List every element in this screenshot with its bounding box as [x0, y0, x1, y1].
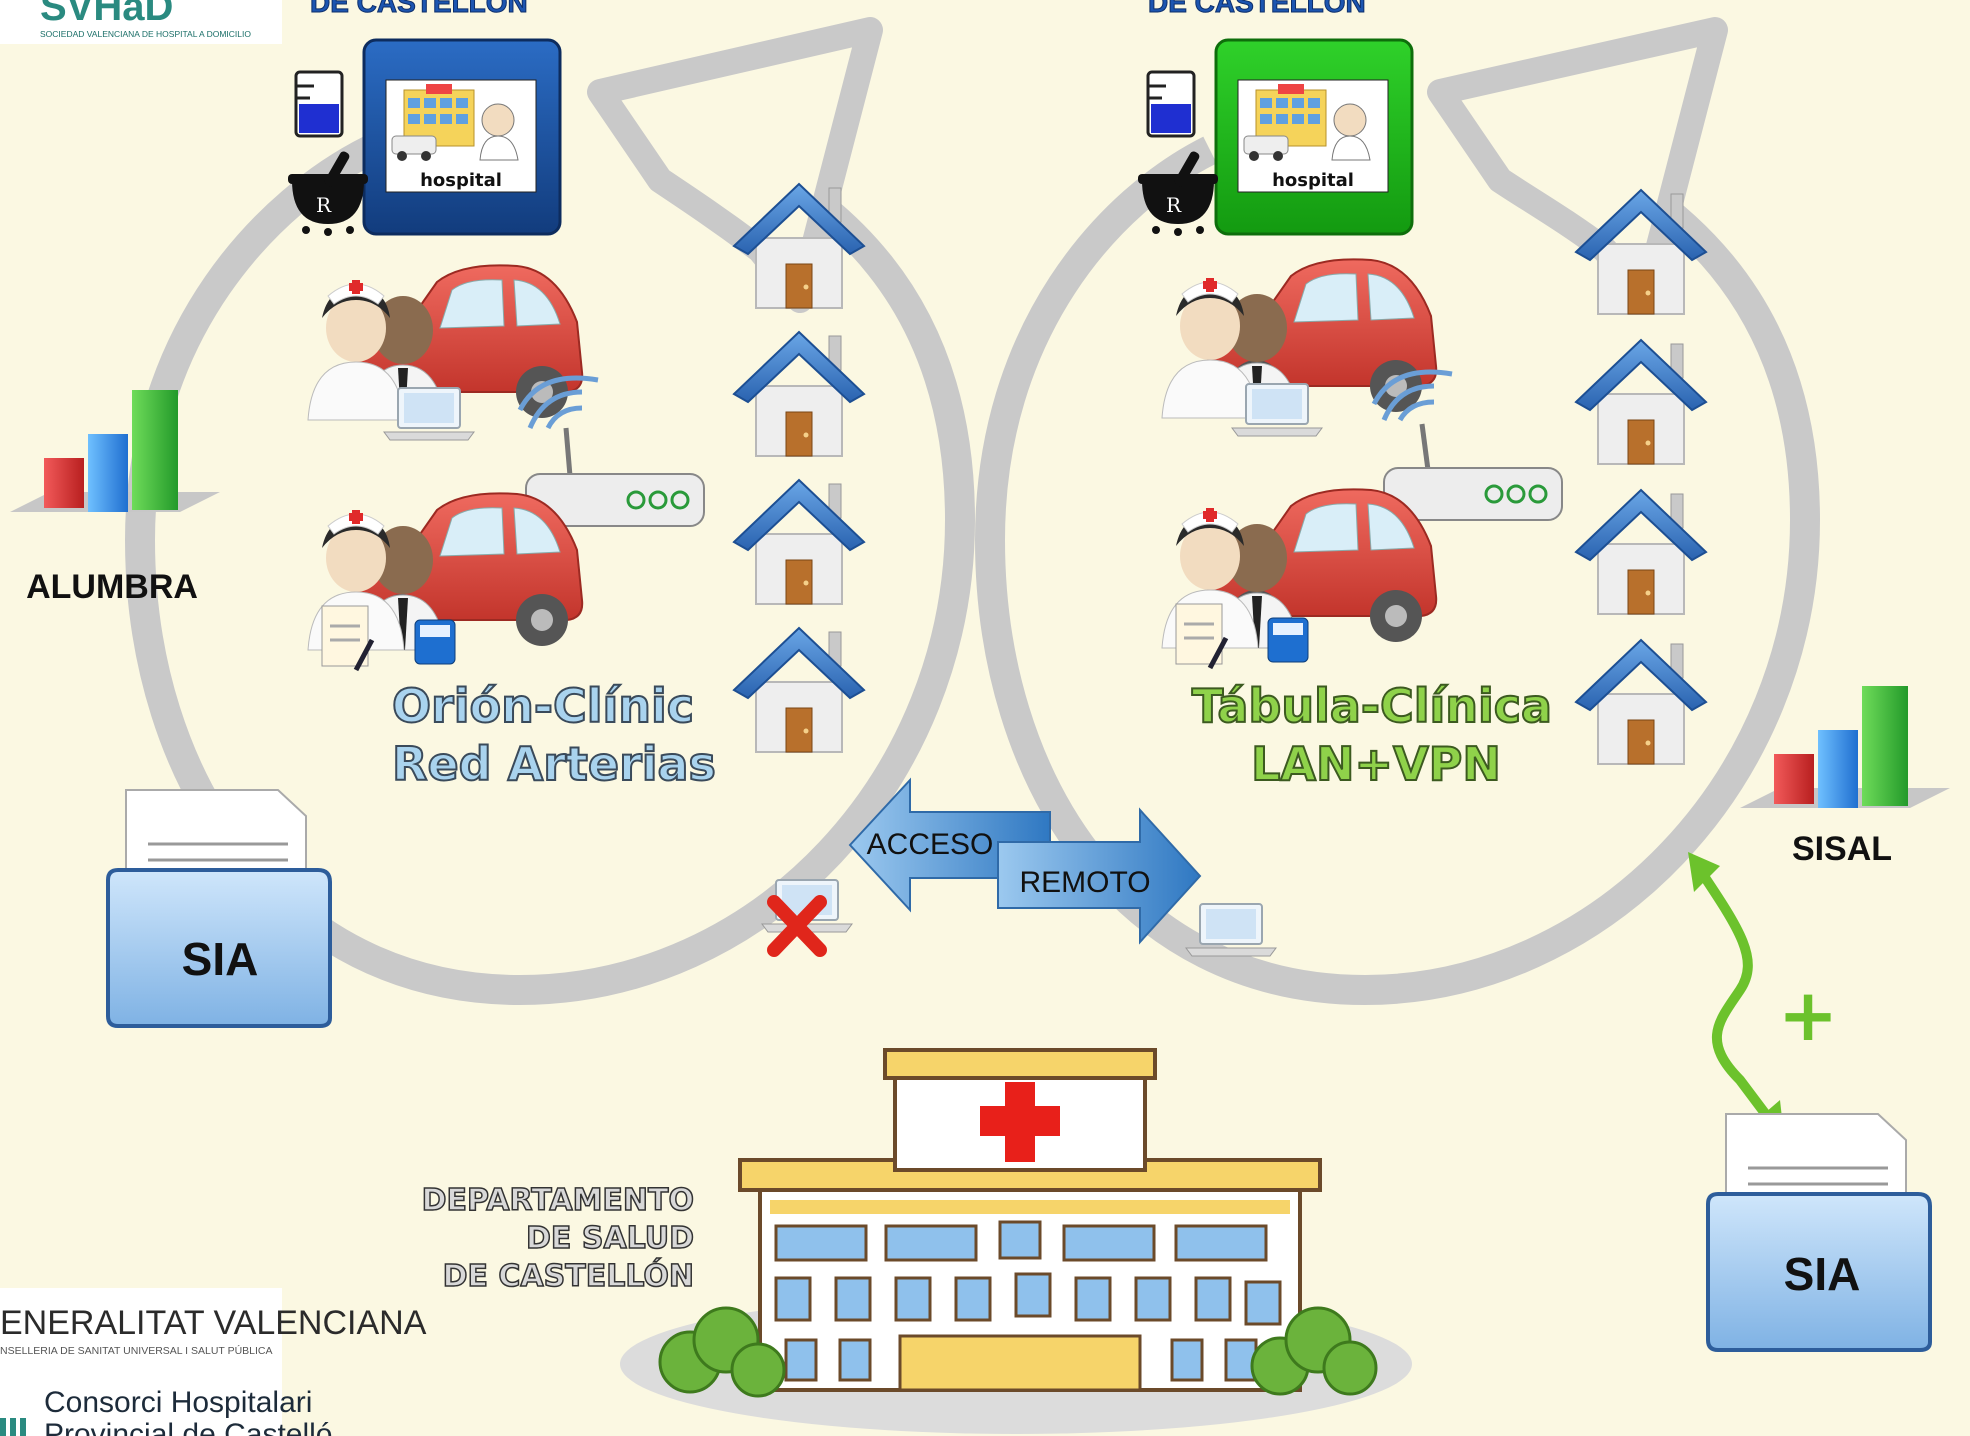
svg-text:SVHaD: SVHaD [40, 0, 173, 29]
left-sia-label: SIA [182, 933, 259, 985]
svhad-logo: SVHaD SOCIEDAD VALENCIANA DE HOSPITAL A … [0, 0, 282, 44]
alumbra-label: ALUMBRA [26, 568, 198, 606]
sisal-label: SISAL [1792, 830, 1892, 868]
generalitat-main: ENERALITAT VALENCIANA [0, 1304, 427, 1342]
consorci-line1: Consorci Hospitalari [44, 1386, 312, 1419]
generalitat-sub: NSELLERIA DE SANITAT UNIVERSAL I SALUT P… [0, 1344, 273, 1357]
wifi-icon [517, 375, 599, 430]
svhad-caption: SOCIEDAD VALENCIANA DE HOSPITAL A DOMICI… [40, 29, 251, 39]
house-icon [1575, 639, 1707, 765]
document-folder-icon [106, 788, 332, 1028]
blood-pressure-monitor-icon [414, 619, 456, 665]
document-folder-icon [1706, 1112, 1932, 1352]
right-top-title: DE CASTELLÓN [1148, 0, 1366, 18]
beaker-icon [1146, 70, 1196, 138]
beaker-icon [294, 70, 344, 138]
plus-sign: + [1778, 973, 1838, 1057]
generalitat-logo: ENERALITAT VALENCIANA NSELLERIA DE SANIT… [0, 1288, 427, 1436]
house-icon [733, 331, 865, 457]
house-icon [1575, 339, 1707, 465]
double-arrow-icon [848, 777, 1202, 945]
blood-pressure-monitor-icon [1267, 617, 1309, 663]
right-system-line1: Tábula-Clínica [1192, 679, 1552, 733]
clipboard-icon [321, 605, 375, 672]
house-icon [733, 479, 865, 605]
department-line3: DE CASTELLÓN [443, 1257, 694, 1294]
bar-chart-icon [10, 390, 220, 512]
left-system-line2: Red Arterias [392, 737, 716, 791]
laptop-icon [1185, 903, 1277, 957]
department-line2: DE SALUD [526, 1221, 694, 1256]
right-hospital-label: hospital [1272, 170, 1354, 191]
house-icon [733, 627, 865, 753]
house-icon [1575, 489, 1707, 615]
left-hospital-tile: hospital [362, 38, 562, 236]
clipboard-icon [1175, 603, 1229, 670]
green-link-arrow [1688, 852, 1784, 1136]
left-hospital-label: hospital [420, 170, 502, 191]
hospital-building-icon [620, 1048, 1412, 1434]
laptop-icon [1231, 383, 1323, 437]
right-system-line2: LAN+VPN [1251, 737, 1501, 791]
left-top-title: DE CASTELLÓN [310, 0, 528, 18]
department-line1: DEPARTAMENTO [422, 1183, 694, 1218]
right-hospital-tile: hospital [1214, 38, 1414, 236]
laptop-icon [383, 387, 475, 441]
wifi-icon [1371, 369, 1453, 422]
right-cycle-arrow [974, 17, 1821, 1006]
right-sia-label: SIA [1784, 1248, 1861, 1300]
blocked-laptop-icon [761, 879, 853, 957]
remoto-label: REMOTO [1019, 866, 1150, 899]
left-system-line1: Orión-Clínic [392, 679, 694, 733]
acceso-label: ACCESO [867, 828, 994, 861]
consorci-line2: Provincial de Castelló [44, 1418, 332, 1436]
